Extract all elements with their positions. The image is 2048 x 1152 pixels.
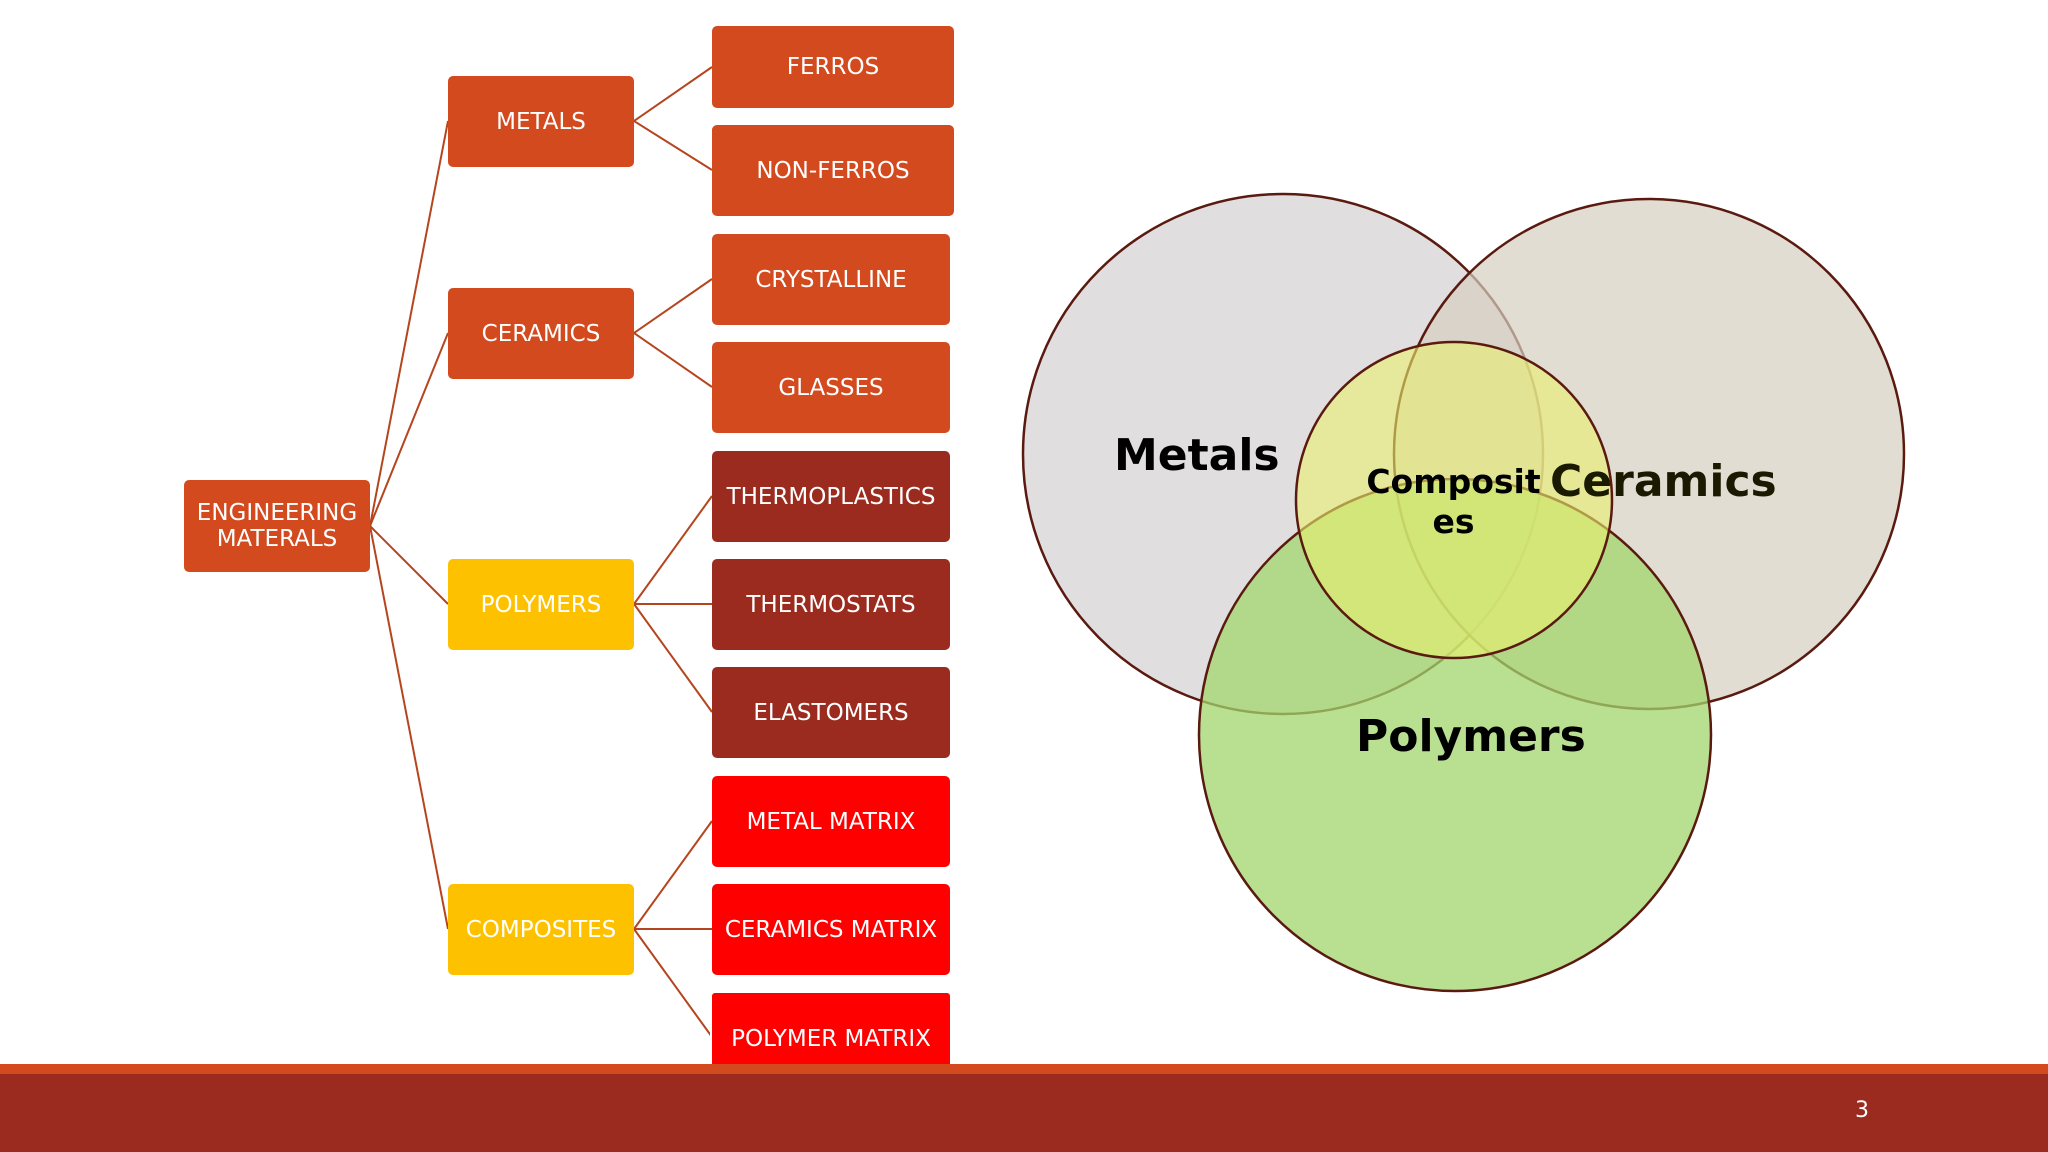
- venn-label-polymers: Polymers: [1356, 711, 1586, 762]
- node-non-ferros: NON-FERROS: [712, 125, 954, 216]
- node-ceramics-matrix: CERAMICS MATRIX: [712, 884, 950, 975]
- connector-metals-nonferros: [633, 120, 713, 171]
- node-elastomers: ELASTOMERS: [712, 667, 950, 758]
- connector-ceramics-crystalline: [633, 278, 713, 334]
- node-ferros: FERROS: [712, 26, 954, 108]
- venn-label-composites: Composites: [1366, 462, 1541, 541]
- footer-bar: [0, 1074, 2048, 1152]
- connector-metals-ferros: [633, 66, 713, 122]
- node-metal-matrix: METAL MATRIX: [712, 776, 950, 867]
- connector-composites-polymermatrix: [633, 928, 713, 1038]
- node-ceramics: CERAMICS: [448, 288, 634, 379]
- node-thermoplastics: THERMOPLASTICS: [712, 451, 950, 542]
- connector-ceramics-glasses: [633, 332, 713, 388]
- venn-circle-composites: [1294, 340, 1614, 660]
- venn-label-metals: Metals: [1114, 430, 1280, 481]
- page-number: 3: [1855, 1098, 1869, 1123]
- footer-accent-stripe: [0, 1064, 2048, 1074]
- node-composites: COMPOSITES: [448, 884, 634, 975]
- connector-root-ceramics: [369, 332, 449, 527]
- connector-root-polymers: [369, 525, 449, 605]
- connector-polymers-thermoplastics: [633, 495, 713, 605]
- node-crystalline: CRYSTALLINE: [712, 234, 950, 325]
- node-glasses: GLASSES: [712, 342, 950, 433]
- node-thermostats: THERMOSTATS: [712, 559, 950, 650]
- connector-composites-metalmatrix: [633, 820, 713, 930]
- node-engineering-materials: ENGINEERING MATERALS: [184, 480, 370, 572]
- node-metals: METALS: [448, 76, 634, 167]
- node-polymers: POLYMERS: [448, 559, 634, 650]
- venn-label-ceramics: Ceramics: [1550, 456, 1777, 507]
- connector-root-composites: [369, 525, 449, 930]
- connector-polymers-elastomers: [633, 603, 713, 713]
- connector-root-metals: [369, 120, 449, 527]
